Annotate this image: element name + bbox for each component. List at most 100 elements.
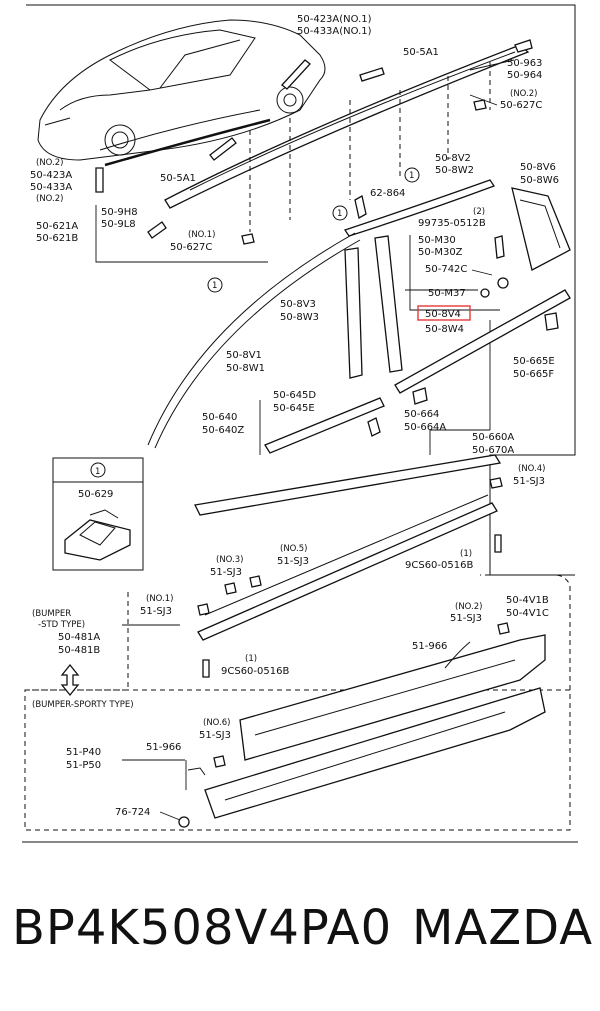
inset-box: [52, 457, 144, 571]
pillar-8V3: [344, 247, 363, 379]
label-629: 50-629: [78, 489, 113, 500]
label-bumper-std-2: -STD TYPE): [38, 620, 85, 630]
label-481B: 50-481B: [58, 645, 100, 656]
label-621B: 50-621B: [36, 233, 78, 244]
label-8W3: 50-8W3: [280, 312, 319, 323]
highlight-box: [417, 305, 471, 321]
label-964: 50-964: [507, 70, 542, 81]
label-51SJ3-a: 51-SJ3: [513, 476, 545, 487]
label-8W2: 50-8W2: [435, 165, 474, 176]
pillar-8V6: [511, 187, 571, 271]
side-skirt-detail: [224, 659, 516, 801]
car-icon: [37, 19, 326, 167]
ref-circle-4: 1: [95, 467, 100, 477]
label-621A: 50-621A: [36, 221, 78, 232]
label-665E: 50-665E: [513, 356, 555, 367]
clip-sj3-2: [497, 622, 510, 635]
label-640: 50-640: [202, 412, 237, 423]
label-423A: 50-423A: [30, 170, 72, 181]
label-433A: 50-433A: [30, 182, 72, 193]
label-no2-b: (NO.2): [36, 158, 63, 168]
part-number: BP4K508V4PA0: [12, 900, 393, 956]
label-742C: 50-742C: [425, 264, 467, 275]
clip-629-icon: [64, 519, 131, 561]
clip-423A-top: [281, 59, 311, 90]
screw-9CS60-b: [202, 659, 210, 678]
label-51SJ3-f: 51-SJ3: [199, 730, 231, 741]
clip-645D: [367, 417, 381, 437]
label-76724: 76-724: [115, 807, 150, 818]
clip-627C-a: [473, 99, 487, 111]
moulding-8V2: [343, 179, 495, 237]
label-4V1C: 50-4V1C: [506, 608, 549, 619]
moulding-8V1: [147, 232, 356, 446]
sill-moulding-lower-b: [204, 494, 489, 616]
label-627C-b: 50-627C: [170, 242, 212, 253]
label-8V2: 50-8V2: [435, 153, 471, 164]
label-no1-a: (NO.1): [188, 230, 215, 240]
label-2a: (2): [473, 207, 485, 217]
label-P40: 51-P40: [66, 747, 101, 758]
footer: BP4K508V4PA0 MAZDA: [0, 900, 600, 980]
label-bumper-sporty: (BUMPER-SPORTY TYPE): [32, 700, 134, 710]
clip-sj3-5: [249, 575, 262, 588]
clip-sj3-4: [489, 477, 503, 489]
screw-9CS60-a: [494, 534, 502, 553]
label-51SJ3-c: 51-SJ3: [277, 556, 309, 567]
moulding-640: [264, 397, 385, 454]
label-51966-b: 51-966: [146, 742, 181, 753]
label-no2-c: (NO.2): [36, 194, 63, 204]
label-no6: (NO.6): [203, 718, 230, 728]
label-660A: 50-660A: [472, 432, 514, 443]
label-51966-a: 51-966: [412, 641, 447, 652]
ref-circles: [90, 167, 420, 478]
label-8V3: 50-8V3: [280, 299, 316, 310]
clip-51966-a: [444, 641, 471, 669]
roof-moulding-inner: [189, 51, 516, 191]
brand-name: MAZDA: [412, 900, 594, 956]
label-no2-d: (NO.2): [455, 602, 482, 612]
clip-5A1-top: [359, 67, 385, 82]
label-bumper-std-1: (BUMPER: [32, 609, 71, 619]
ref-circle-2: 1: [337, 209, 342, 219]
sill-moulding-lower: [197, 502, 498, 641]
parts-diagram: 1 1 1 1 50-423A(NO.1) 50-433A(NO.1) 50-5…: [22, 4, 578, 843]
roof-moulding: [164, 44, 530, 209]
pillar-8V6-inner: [519, 199, 561, 249]
label-no4: (NO.4): [518, 464, 545, 474]
bumper-std-box: [24, 574, 571, 831]
ref-circle-1: 1: [409, 171, 414, 181]
label-no5: (NO.5): [280, 544, 307, 554]
label-M30: 50-M30: [418, 235, 456, 246]
clip-423A: [95, 167, 104, 193]
clip-9H8: [147, 221, 167, 239]
ref-circle-3: 1: [212, 281, 217, 291]
moulding-660A: [394, 289, 571, 394]
label-no2-a: (NO.2): [510, 89, 537, 99]
label-51SJ3-d: 51-SJ3: [140, 606, 172, 617]
label-1c: (1): [245, 654, 257, 664]
clip-62864: [354, 194, 367, 220]
clip-742C: [497, 277, 509, 289]
label-1b: (1): [460, 549, 472, 559]
label-8W4: 50-8W4: [425, 324, 464, 335]
clip-sj3-1: [197, 603, 210, 616]
label-640Z: 50-640Z: [202, 425, 244, 436]
label-664: 50-664: [404, 409, 439, 420]
label-481A: 50-481A: [58, 632, 100, 643]
label-51SJ3-b: 51-SJ3: [210, 567, 242, 578]
clip-627C-b: [241, 233, 255, 245]
clip-sj3-6: [213, 755, 226, 768]
clip-51966-b: [187, 767, 206, 776]
label-4V1B: 50-4V1B: [506, 595, 549, 606]
label-P50: 51-P50: [66, 760, 101, 771]
label-645D: 50-645D: [273, 390, 316, 401]
label-9CS60-a: 9CS60-0516B: [405, 560, 473, 571]
label-9L8: 50-9L8: [101, 219, 136, 230]
label-9H8: 50-9H8: [101, 207, 138, 218]
label-8W6: 50-8W6: [520, 175, 559, 186]
label-62864: 62-864: [370, 188, 405, 199]
label-5A1: 50-5A1: [160, 173, 196, 184]
label-670A: 50-670A: [472, 445, 514, 456]
clip-664: [412, 387, 428, 405]
